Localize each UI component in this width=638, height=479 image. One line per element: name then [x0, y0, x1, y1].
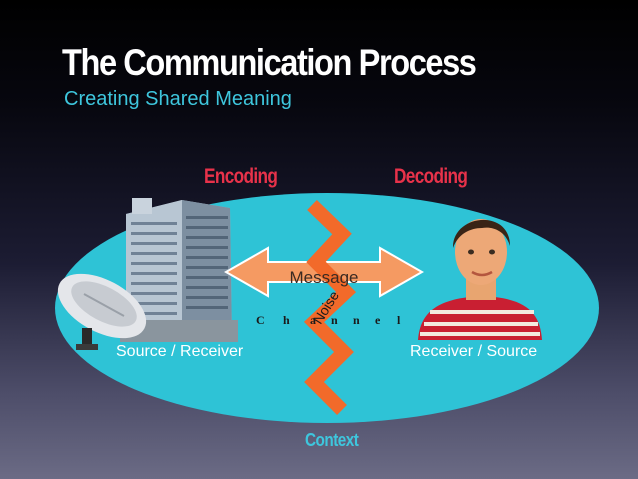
decoding-label: Decoding	[394, 165, 468, 188]
source-receiver-label: Source / Receiver	[116, 343, 244, 360]
channel-letter: C	[256, 313, 265, 327]
message-label: Message	[290, 268, 359, 287]
noise-bolt	[303, 199, 357, 415]
channel-letter: a	[310, 313, 316, 327]
channel-letter: h	[283, 313, 290, 327]
satellite-dish-image	[57, 273, 147, 350]
channel-letter: e	[375, 313, 381, 327]
channel-letter: l	[397, 313, 401, 327]
context-label: Context	[305, 430, 359, 450]
slide-subtitle: Creating Shared Meaning	[64, 88, 292, 110]
channel-letter: n	[331, 313, 338, 327]
office-building-image	[120, 198, 238, 342]
slide-title: The Communication Process	[62, 42, 477, 83]
receiver-source-label: Receiver / Source	[410, 343, 538, 360]
channel-letter: n	[353, 313, 360, 327]
doll-portrait-image	[418, 219, 542, 340]
encoding-label: Encoding	[204, 165, 278, 188]
